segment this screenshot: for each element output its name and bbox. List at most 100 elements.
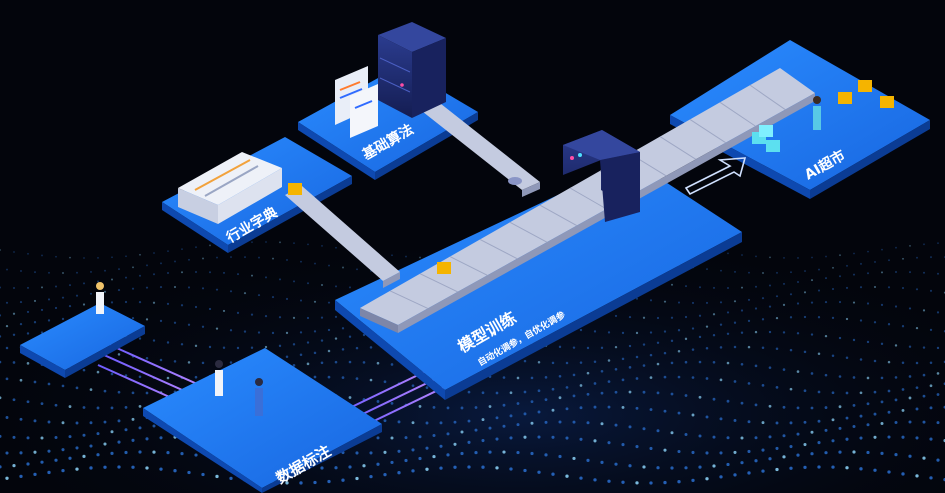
wave-dot bbox=[425, 421, 429, 425]
wave-dot bbox=[670, 316, 674, 319]
wave-dot bbox=[712, 397, 716, 401]
wave-dot bbox=[705, 451, 709, 455]
wave-dot bbox=[495, 437, 499, 441]
wave-dot bbox=[111, 278, 113, 281]
wave-dot bbox=[783, 282, 785, 285]
wave-dot bbox=[621, 405, 625, 409]
wave-dot bbox=[635, 445, 639, 449]
wave-dot bbox=[418, 456, 422, 461]
wave-dot bbox=[209, 244, 211, 247]
wave-dot bbox=[684, 394, 688, 397]
wave-dot bbox=[628, 315, 632, 319]
wave-dot bbox=[600, 460, 604, 464]
wave-dot bbox=[313, 480, 317, 485]
wave-dot bbox=[411, 469, 415, 473]
wave-dot bbox=[376, 400, 380, 403]
wave-dot bbox=[229, 329, 233, 332]
wave-dot bbox=[649, 353, 653, 357]
wave-dot bbox=[719, 346, 723, 349]
wave-dot bbox=[257, 294, 261, 297]
wave-dot bbox=[194, 453, 198, 457]
wave-dot bbox=[642, 390, 646, 394]
indicator-light bbox=[400, 83, 404, 87]
wave-dot bbox=[523, 412, 527, 416]
wave-dot bbox=[481, 418, 485, 422]
wave-dot bbox=[5, 476, 9, 480]
wave-dot bbox=[733, 345, 737, 349]
data-cube bbox=[766, 140, 780, 152]
wave-dot bbox=[537, 410, 541, 414]
wave-dot bbox=[285, 297, 289, 301]
wave-dot bbox=[82, 303, 86, 306]
wave-dot bbox=[649, 408, 653, 411]
wave-dot bbox=[251, 274, 253, 277]
wave-dot bbox=[40, 436, 44, 440]
wave-dot bbox=[936, 311, 940, 314]
wave-dot bbox=[474, 406, 478, 409]
wave-dot bbox=[670, 466, 674, 470]
wave-dot bbox=[628, 425, 632, 429]
wave-dot bbox=[516, 450, 520, 455]
platform-side bbox=[335, 300, 445, 400]
wave-dot bbox=[376, 436, 380, 440]
wave-dot bbox=[817, 419, 821, 423]
wave-dot bbox=[307, 282, 309, 285]
wave-dot bbox=[803, 389, 807, 393]
wave-dot bbox=[195, 271, 197, 274]
wave-dot bbox=[61, 384, 65, 388]
wave-dot bbox=[174, 260, 176, 263]
wave-dot bbox=[922, 346, 926, 349]
wave-dot bbox=[342, 266, 344, 269]
wave-dot bbox=[873, 412, 877, 416]
conveyor-seam bbox=[509, 221, 548, 243]
wave-dot bbox=[663, 351, 667, 355]
wave-dot bbox=[741, 254, 743, 256]
wave-dot bbox=[488, 450, 492, 454]
wave-dot bbox=[831, 287, 835, 291]
wave-dot bbox=[769, 284, 771, 287]
wave-dot bbox=[355, 346, 359, 350]
wave-dot bbox=[768, 366, 772, 369]
wave-dot bbox=[509, 391, 513, 395]
wave-dot bbox=[797, 257, 799, 259]
wave-dot bbox=[68, 435, 72, 439]
wave-dot bbox=[285, 355, 289, 359]
wave-dot bbox=[293, 242, 295, 245]
wave-dot bbox=[236, 346, 240, 350]
wave-dot bbox=[76, 271, 78, 274]
wave-dot bbox=[167, 250, 169, 253]
wave-dot bbox=[755, 285, 757, 288]
wave-dot bbox=[75, 467, 79, 471]
wave-dot bbox=[880, 400, 884, 404]
wave-dot bbox=[103, 465, 107, 469]
wave-dot bbox=[152, 301, 156, 304]
wave-dot bbox=[572, 394, 576, 398]
wave-dot bbox=[929, 384, 933, 388]
wave-dot bbox=[565, 407, 569, 411]
wave-dot bbox=[12, 333, 16, 336]
wave-dot bbox=[125, 255, 127, 258]
wave-dot bbox=[12, 398, 16, 402]
wave-dot bbox=[425, 386, 429, 389]
indicator-light bbox=[578, 153, 582, 157]
wave-dot bbox=[69, 256, 71, 259]
wave-dot bbox=[104, 269, 106, 272]
wave-dot bbox=[327, 301, 331, 304]
wave-dot bbox=[0, 249, 1, 251]
wave-dot bbox=[663, 448, 667, 452]
wave-dot bbox=[54, 458, 58, 462]
data-cube bbox=[858, 80, 872, 92]
wave-dot bbox=[769, 256, 771, 259]
wave-dot bbox=[915, 386, 919, 390]
wave-dot bbox=[915, 436, 919, 440]
wave-dot bbox=[873, 321, 877, 324]
wave-dot bbox=[215, 474, 219, 479]
wave-dot bbox=[880, 451, 884, 455]
wave-dot bbox=[719, 475, 723, 479]
wave-dot bbox=[40, 331, 44, 334]
wave-dot bbox=[439, 466, 443, 470]
wave-dot bbox=[265, 241, 267, 243]
wave-dot bbox=[726, 361, 730, 365]
wave-dot bbox=[139, 274, 141, 277]
code-monitors bbox=[335, 66, 378, 138]
